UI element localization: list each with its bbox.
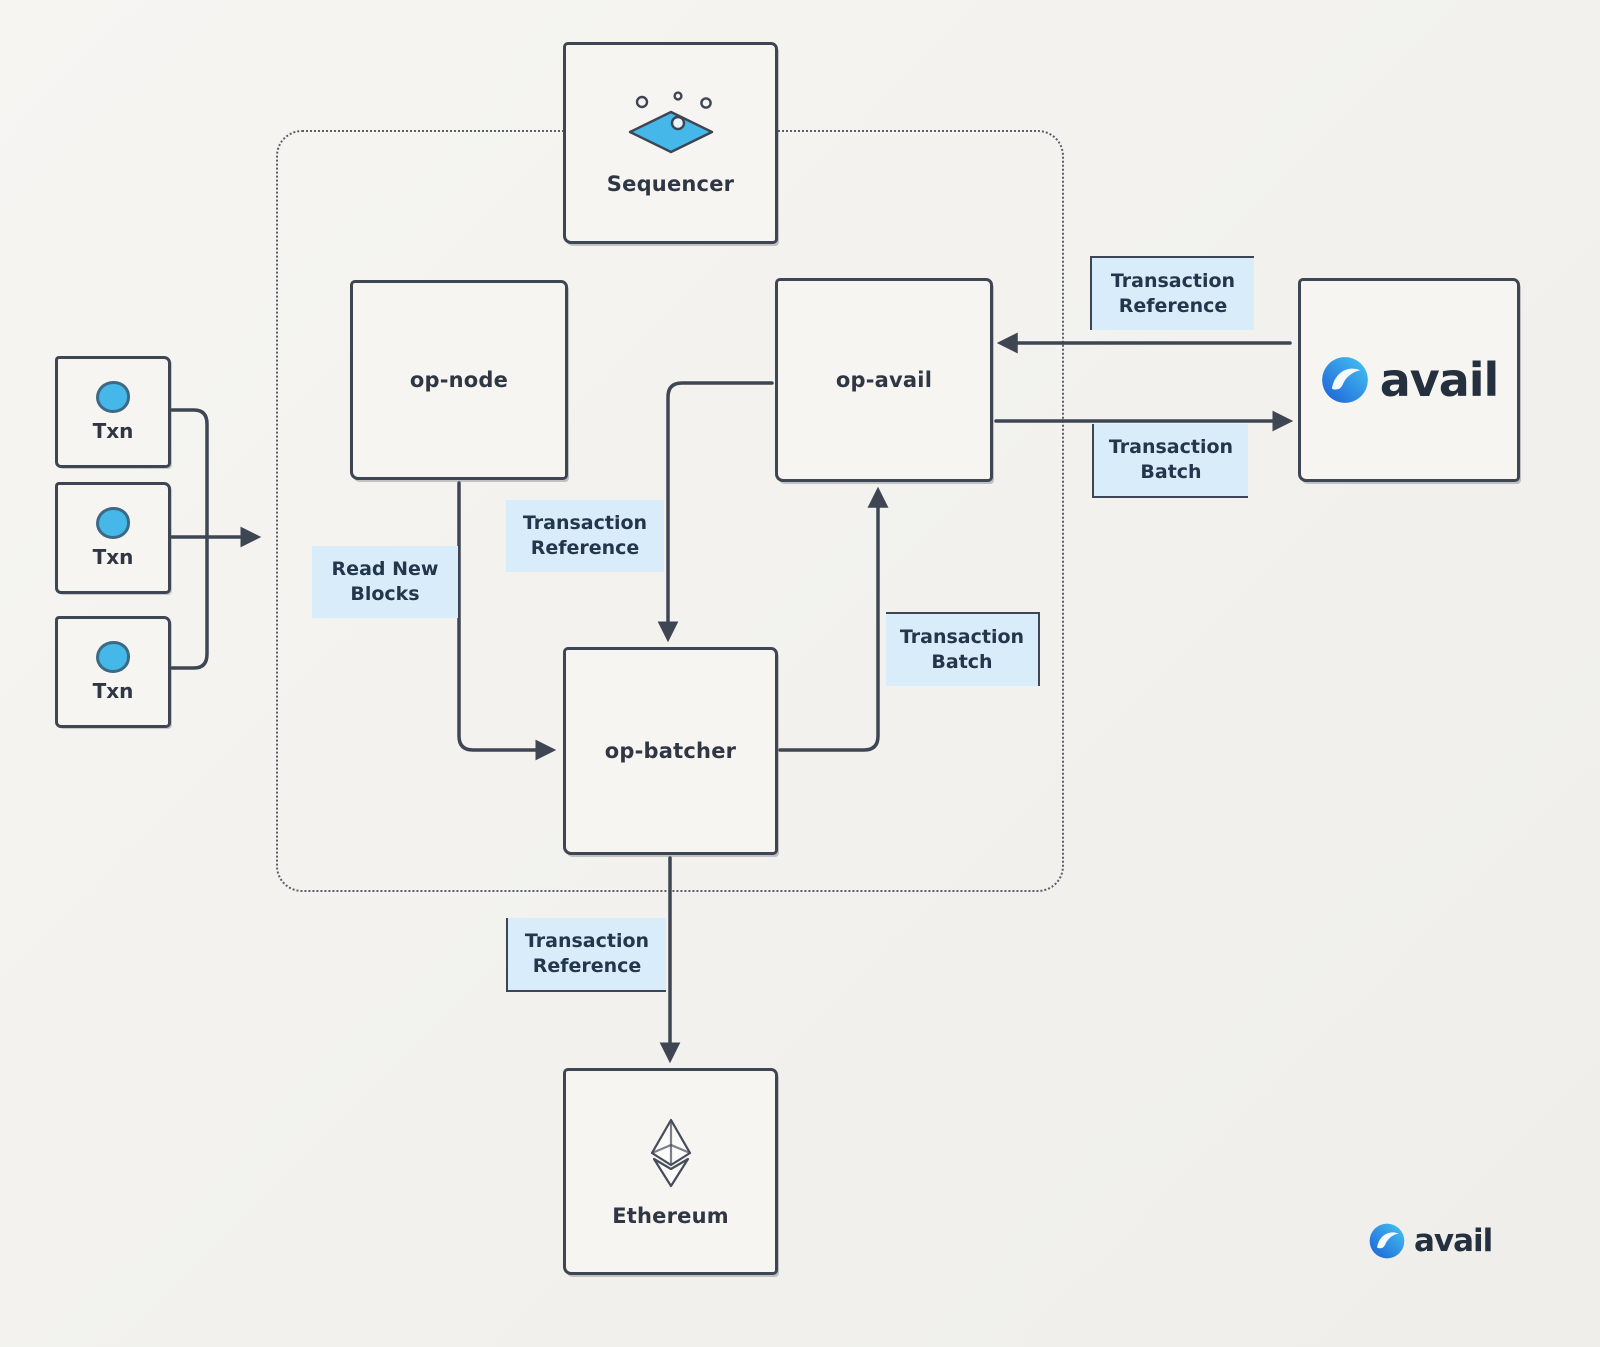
- txn-merge-bracket: [170, 408, 209, 670]
- sequencer-label: Sequencer: [606, 172, 735, 196]
- ethereum-label: Ethereum: [612, 1203, 729, 1228]
- edge-label-transaction-batch-middle: Transaction Batch: [886, 612, 1040, 687]
- avail-node: avail: [1298, 278, 1520, 482]
- edge-label-transaction-reference-right: Transaction Reference: [1090, 256, 1254, 331]
- ethereum-icon: [650, 1118, 691, 1187]
- edge-label-read-new-blocks: Read New Blocks: [312, 546, 458, 619]
- op-node-label: op-node: [409, 368, 509, 392]
- avail-watermark: avail: [1368, 1222, 1493, 1260]
- avail-label: avail: [1379, 353, 1500, 407]
- avail-logo-icon: [1321, 357, 1368, 403]
- avail-logo-icon: [1369, 1223, 1405, 1259]
- txn-box-3: Txn: [55, 616, 171, 728]
- op-avail-label: op-avail: [835, 368, 933, 392]
- op-batcher-node: op-batcher: [563, 647, 778, 855]
- txn-label: Txn: [92, 419, 134, 443]
- sequencer-node: Sequencer: [563, 42, 778, 244]
- sequencer-icon: [628, 91, 713, 154]
- ethereum-node: Ethereum: [563, 1068, 778, 1275]
- txn-dot-icon: [96, 507, 130, 539]
- txn-box-1: Txn: [55, 356, 171, 468]
- txn-label: Txn: [92, 679, 134, 703]
- txn-box-2: Txn: [55, 482, 171, 594]
- avail-watermark-label: avail: [1414, 1223, 1493, 1259]
- txn-label: Txn: [92, 545, 134, 569]
- op-node-node: op-node: [350, 280, 568, 480]
- txn-dot-icon: [96, 381, 130, 413]
- edge-label-transaction-reference-middle: Transaction Reference: [506, 500, 664, 573]
- edge-label-transaction-reference-bottom: Transaction Reference: [506, 918, 666, 993]
- op-avail-node: op-avail: [775, 278, 993, 482]
- edge-label-transaction-batch-right: Transaction Batch: [1092, 424, 1248, 499]
- op-batcher-label: op-batcher: [604, 739, 737, 763]
- txn-dot-icon: [96, 641, 130, 673]
